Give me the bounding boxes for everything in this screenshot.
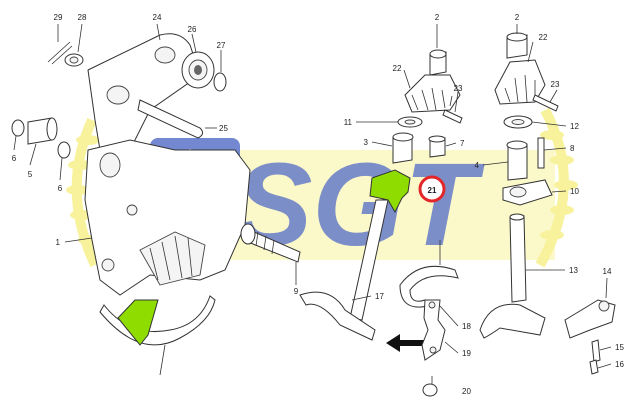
shaft-part-13 xyxy=(479,213,546,339)
sleeve-part-4 xyxy=(506,140,528,181)
pin-part-16 xyxy=(589,359,599,375)
label-12: 12 xyxy=(570,122,579,131)
highlighted-part-21-left xyxy=(117,299,159,346)
middle-assembly xyxy=(299,49,463,397)
nut-part-20 xyxy=(422,383,438,397)
bearing-part-26 xyxy=(181,51,215,89)
label-1: 1 xyxy=(56,238,61,247)
arm-bore-upper xyxy=(154,46,176,64)
label-20: 20 xyxy=(462,387,471,396)
label-22-middle: 22 xyxy=(393,64,402,73)
label-10: 10 xyxy=(570,187,579,196)
bevel-gear-in-housing xyxy=(139,231,206,286)
label-27: 27 xyxy=(217,41,226,50)
label-26: 26 xyxy=(188,25,197,34)
label-18: 18 xyxy=(462,322,471,331)
pin-part-25 xyxy=(137,99,204,139)
label-4: 4 xyxy=(475,161,480,170)
left-assembly xyxy=(11,33,301,376)
label-16: 16 xyxy=(615,360,624,369)
shaft-part-17 xyxy=(299,199,389,341)
label-29: 29 xyxy=(54,13,63,22)
pin-part-23-right xyxy=(532,94,559,112)
cap-part-2-right xyxy=(506,32,528,59)
bolt-part-15 xyxy=(591,339,601,363)
hook-ring-middle xyxy=(399,265,459,308)
label-23-right: 23 xyxy=(551,80,560,89)
right-assembly xyxy=(479,32,616,375)
bushing-part-7 xyxy=(428,135,446,158)
housing-part-1 xyxy=(84,139,251,296)
label-19: 19 xyxy=(462,349,471,358)
callout-labels: 29 28 24 26 27 25 6 5 6 1 9 2 22 23 11 3… xyxy=(12,13,625,396)
cap-part-2-middle xyxy=(429,49,447,76)
label-9: 9 xyxy=(294,287,299,296)
label-28: 28 xyxy=(78,13,87,22)
collar-part-10 xyxy=(502,179,553,206)
label-11: 11 xyxy=(344,118,353,127)
direction-arrow xyxy=(386,334,425,352)
leader-lines xyxy=(13,23,612,384)
cotter-pin-part-29 xyxy=(47,41,71,63)
label-3: 3 xyxy=(364,138,369,147)
pin-part-8 xyxy=(537,137,545,169)
label-25: 25 xyxy=(219,124,228,133)
label-13: 13 xyxy=(569,266,578,275)
label-22-right: 22 xyxy=(539,33,548,42)
bracket-part-18-19 xyxy=(421,299,446,361)
lever-part-14 xyxy=(564,299,616,339)
label-7: 7 xyxy=(460,139,465,148)
highlighted-part-21 xyxy=(369,169,411,214)
label-24: 24 xyxy=(153,13,162,22)
gear-part-22-middle xyxy=(404,74,461,113)
o-ring-part-6-left xyxy=(11,119,25,137)
label-2-right: 2 xyxy=(515,13,520,22)
label-21: 21 xyxy=(428,186,437,195)
label-23-middle: 23 xyxy=(454,84,463,93)
sleeve-part-3 xyxy=(392,132,414,164)
label-5: 5 xyxy=(28,170,33,179)
label-14: 14 xyxy=(603,267,612,276)
label-2-middle: 2 xyxy=(435,13,440,22)
label-17: 17 xyxy=(375,292,384,301)
o-ring-part-6-right xyxy=(57,141,71,159)
callout-circle-21 xyxy=(418,175,446,203)
label-15: 15 xyxy=(615,343,624,352)
arm-bore xyxy=(106,85,130,105)
gear-part-22-right xyxy=(494,59,546,105)
label-6a: 6 xyxy=(12,154,17,163)
label-6b: 6 xyxy=(58,184,63,193)
arm-part-24 xyxy=(87,33,201,151)
pin-part-23-middle xyxy=(442,109,463,124)
shaft-part-9 xyxy=(240,223,301,263)
snap-ring-part-27 xyxy=(213,72,227,92)
label-8: 8 xyxy=(570,144,575,153)
